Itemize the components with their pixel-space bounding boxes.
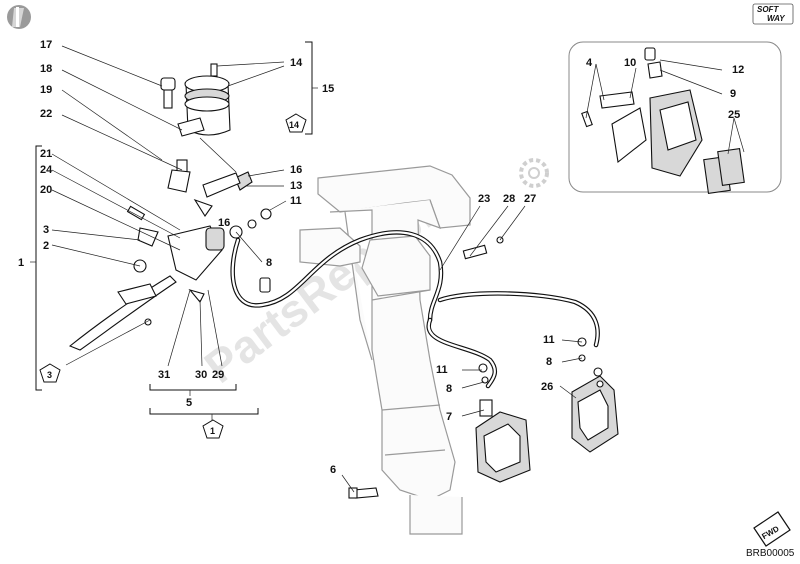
callout-6: 6	[330, 464, 336, 476]
callout-11b: 11	[543, 334, 555, 346]
callout-11c: 11	[436, 364, 448, 376]
callout-3: 3	[43, 224, 49, 236]
callout-7: 7	[446, 411, 452, 423]
diagram-code: BRB00005	[746, 548, 795, 559]
callout-30: 30	[195, 369, 207, 381]
brake-lever	[68, 275, 177, 351]
callout-26: 26	[541, 381, 553, 393]
softway-logo: SOFT WAY	[752, 3, 794, 25]
front-brake-hose	[230, 230, 600, 389]
hose-fittings	[259, 236, 587, 384]
callout-16b: 16	[218, 217, 230, 229]
forward-direction-icon: FWD	[753, 511, 791, 547]
callout-27: 27	[524, 193, 536, 205]
svg-text:3: 3	[47, 370, 52, 380]
callout-22: 22	[40, 108, 52, 120]
inset-caliper	[581, 47, 745, 194]
kit-badge-3: 3	[39, 363, 61, 383]
callout-13: 13	[290, 180, 302, 192]
group-brackets	[30, 41, 318, 420]
callout-31: 31	[158, 369, 170, 381]
callout-12: 12	[732, 64, 744, 76]
logo-mark	[7, 5, 31, 29]
brake-fluid-reservoir	[160, 63, 253, 217]
callout-8c: 8	[446, 383, 452, 395]
callout-11a: 11	[290, 195, 302, 207]
watermark-gear-icon	[519, 158, 549, 188]
callout-18: 18	[40, 63, 52, 75]
callout-25: 25	[728, 109, 740, 121]
svg-text:14: 14	[289, 120, 299, 130]
callout-8a: 8	[266, 257, 272, 269]
callout-24: 24	[40, 164, 53, 176]
callout-21: 21	[40, 148, 52, 160]
callout-15: 15	[322, 83, 334, 95]
callout-2: 2	[43, 240, 49, 252]
callout-17: 17	[40, 39, 52, 51]
callout-23: 23	[478, 193, 490, 205]
callout-9: 9	[730, 88, 736, 100]
callout-labels: 17 18 19 22 21 24 20 3 2 1 14 15 16 13 1…	[18, 39, 744, 476]
callout-4: 4	[586, 57, 593, 69]
front-left-caliper	[475, 399, 531, 483]
leader-lines	[51, 45, 745, 493]
kit-badge-14: 14	[285, 113, 307, 133]
callout-8b: 8	[546, 356, 552, 368]
svg-text:1: 1	[210, 426, 215, 436]
callout-28: 28	[503, 193, 515, 205]
bracket-bolt	[348, 487, 379, 499]
callout-10: 10	[624, 57, 636, 69]
callout-20: 20	[40, 184, 52, 196]
svg-text:WAY: WAY	[767, 14, 785, 23]
callout-14a: 14	[290, 57, 303, 69]
svg-text:SOFT: SOFT	[757, 5, 779, 14]
callout-16a: 16	[290, 164, 302, 176]
callout-1: 1	[18, 257, 24, 269]
front-right-caliper	[571, 367, 619, 453]
callout-19: 19	[40, 84, 52, 96]
callout-5: 5	[186, 397, 192, 409]
fork-outline	[299, 165, 471, 535]
callout-29: 29	[212, 369, 224, 381]
kit-badge-1: 1	[202, 419, 224, 439]
